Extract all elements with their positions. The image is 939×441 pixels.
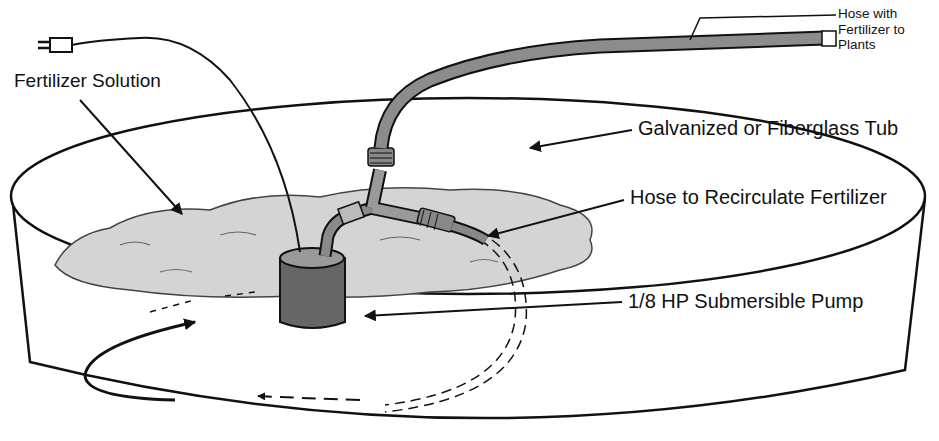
- surface-ripples: [120, 232, 498, 272]
- leader-line: [690, 15, 836, 40]
- recirculating-hose-underwater: [385, 240, 526, 412]
- pump-top: [280, 248, 344, 268]
- power-cord: [72, 38, 300, 252]
- leader-line: [365, 302, 622, 316]
- hose-coupling: [417, 208, 456, 233]
- valve: [338, 202, 364, 225]
- leader-line: [80, 100, 182, 214]
- part-label: Hose to Recirculate Fertilizer: [630, 186, 887, 209]
- hose-coupling: [368, 148, 394, 166]
- tee-fitting: [372, 170, 420, 218]
- part-label: Fertilizer Solution: [14, 70, 161, 92]
- part-label: 1/8 HP Submersible Pump: [628, 290, 863, 313]
- flow-arrow: [258, 396, 360, 400]
- part-label: Hose with Fertilizer to Plants: [838, 6, 934, 53]
- recirculating-hose: [452, 226, 486, 240]
- flow-arrow: [85, 322, 195, 400]
- part-label: Galvanized or Fiberglass Tub: [638, 117, 898, 140]
- recirculating-hose-underwater: [385, 240, 516, 405]
- leader-line: [530, 130, 632, 148]
- leader-line: [488, 200, 624, 236]
- hose-end: [822, 31, 836, 46]
- flow-arrow: [150, 292, 255, 312]
- plug: [50, 38, 72, 52]
